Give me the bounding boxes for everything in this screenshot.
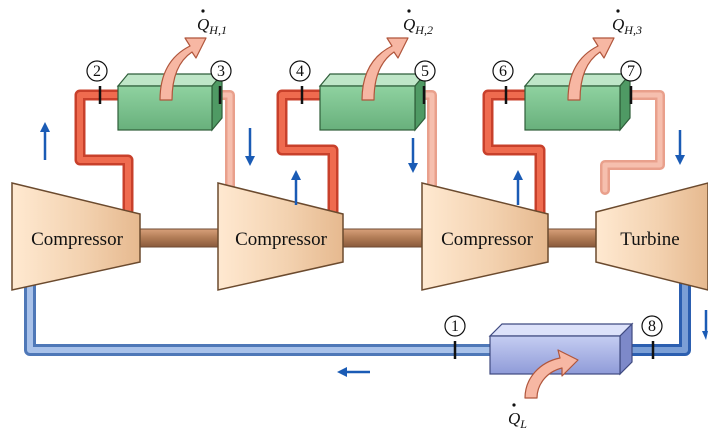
compressor-3: Compressor [421, 182, 549, 291]
heat-out-arrow-3 [567, 37, 615, 101]
heat-label-qh3: QH,3 [612, 9, 642, 37]
compressor-1: Compressor [11, 182, 141, 291]
svg-text:QH,2: QH,2 [403, 15, 433, 37]
state-label-1: 1 [444, 315, 466, 337]
heat-arrows [159, 37, 615, 399]
svg-text:3: 3 [217, 63, 225, 80]
state-label-5: 5 [414, 60, 436, 82]
compressor-2: Compressor [217, 182, 344, 291]
state-label-2: 2 [86, 60, 108, 82]
svg-text:2: 2 [93, 63, 101, 80]
flow-arrow-down-2 [408, 138, 418, 173]
heat-label-qh2: QH,2 [403, 9, 433, 37]
heat-out-arrow-2 [361, 37, 409, 101]
state-label-3: 3 [210, 60, 232, 82]
svg-text:4: 4 [296, 63, 304, 80]
flow-arrow-down-4 [702, 310, 708, 340]
heat-labels: QH,1 QH,2 QH,3 QL [197, 9, 642, 431]
state-labels: 2 3 4 5 6 7 1 8 [86, 60, 663, 337]
svg-text:7: 7 [627, 63, 635, 80]
turbine-label: Turbine [620, 229, 679, 250]
svg-text:QH,3: QH,3 [612, 15, 642, 37]
compressor-3-label: Compressor [441, 229, 534, 250]
svg-text:8: 8 [648, 318, 656, 335]
flow-arrow-down-3 [675, 130, 685, 165]
svg-text:5: 5 [421, 63, 429, 80]
flow-arrow-up-2 [291, 170, 301, 205]
heat-in-arrow [524, 349, 579, 399]
heat-label-qh1: QH,1 [197, 9, 227, 37]
svg-text:QL: QL [508, 409, 527, 431]
state-label-4: 4 [289, 60, 311, 82]
flow-arrow-left [337, 367, 370, 377]
svg-text:1: 1 [451, 318, 459, 335]
flow-arrow-up-1 [40, 122, 50, 160]
shaft [139, 228, 601, 248]
svg-text:QH,1: QH,1 [197, 15, 227, 37]
state-ticks [98, 86, 655, 359]
heat-label-ql: QL [508, 403, 527, 431]
flow-arrow-down-1 [245, 128, 255, 166]
state-label-8: 8 [641, 315, 663, 337]
flow-arrow-up-3 [513, 170, 523, 205]
svg-text:6: 6 [499, 63, 507, 80]
state-label-7: 7 [620, 60, 642, 82]
state-label-6: 6 [492, 60, 514, 82]
turbine: Turbine [595, 182, 708, 291]
compressor-2-label: Compressor [235, 229, 328, 250]
flow-arrows [40, 122, 708, 377]
heat-out-arrow-1 [159, 37, 207, 101]
compressor-1-label: Compressor [31, 229, 124, 250]
